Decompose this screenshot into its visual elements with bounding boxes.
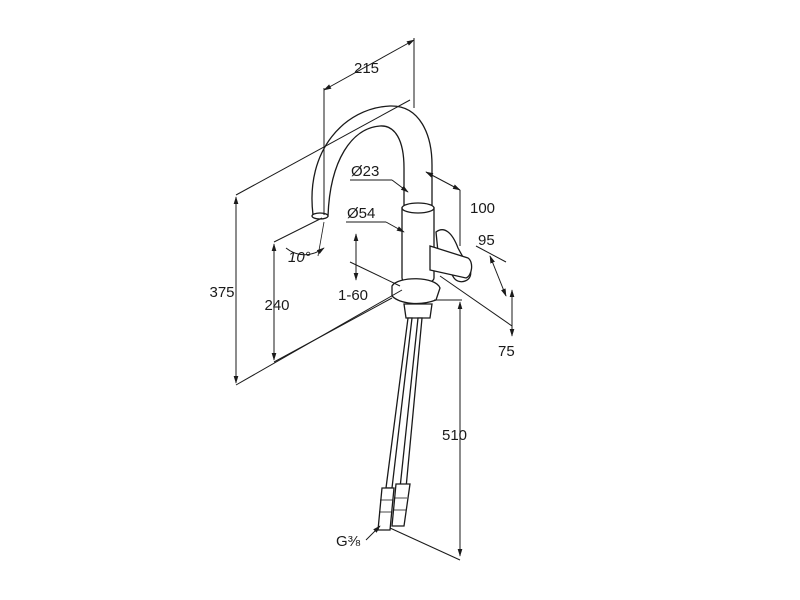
base-nut [403, 303, 433, 319]
dim-mount-thickness: 1-60 [338, 287, 368, 304]
spout-outlet [311, 212, 329, 220]
dim-240: 240 [264, 297, 289, 314]
dim-pipe-diameter: Ø23 [351, 163, 379, 180]
spout-pipe [311, 105, 433, 217]
dim-95: 95 [478, 232, 495, 249]
lever-base [429, 245, 473, 279]
supply-hose-right [399, 317, 423, 489]
dimension-lines [233, 38, 515, 561]
dim-510: 510 [442, 427, 467, 444]
dim-375: 375 [209, 284, 234, 301]
dim-angle: 10° [288, 249, 311, 266]
faucet-outline [311, 105, 473, 531]
hose-fitting-left [377, 487, 395, 531]
dim-215: 215 [354, 60, 379, 77]
faucet-body [401, 207, 435, 285]
dim-connection: G⅜ [336, 533, 361, 550]
dim-body-diameter: Ø54 [347, 205, 375, 222]
dim-100: 100 [470, 200, 495, 217]
body-top [401, 202, 435, 214]
dim-75: 75 [498, 343, 515, 360]
hose-fitting-right [391, 483, 411, 527]
